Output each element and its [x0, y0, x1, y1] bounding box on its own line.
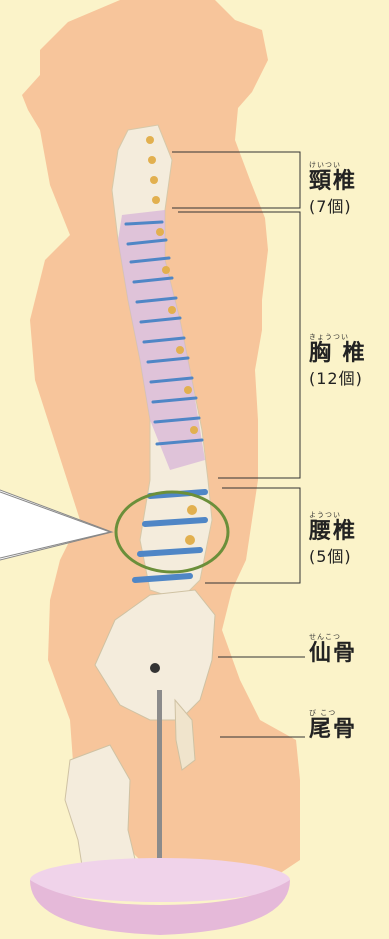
- thoracic-ruby: きょうつい: [309, 334, 367, 341]
- thoracic-label: きょうつい 胸 椎 (12個): [309, 334, 367, 387]
- lumbar-label: ようつい 腰椎 (5個): [309, 512, 357, 565]
- thoracic-name: 胸 椎: [309, 343, 367, 365]
- stand-base-top: [30, 858, 290, 902]
- coccyx-label: び こつ 尾骨: [309, 710, 357, 741]
- lumbar-count: (5個): [309, 549, 357, 565]
- lumbar-ruby: ようつい: [309, 512, 357, 519]
- coccyx-ruby: び こつ: [309, 710, 357, 717]
- cervical-label: けいつい 頸椎 (7個): [309, 162, 357, 215]
- cervical-name: 頸椎: [309, 171, 357, 193]
- cervical-count: (7個): [309, 199, 357, 215]
- sacrum-label: せんこつ 仙骨: [309, 634, 357, 665]
- sacrum-name: 仙骨: [309, 643, 357, 665]
- thoracic-count: (12個): [309, 371, 367, 387]
- lumbar-name: 腰椎: [309, 521, 357, 543]
- sacrum-ruby: せんこつ: [309, 634, 357, 641]
- coccyx-name: 尾骨: [309, 719, 357, 741]
- cervical-ruby: けいつい: [309, 162, 357, 169]
- pelvis-hole: [150, 663, 160, 673]
- stand-rod: [157, 690, 162, 870]
